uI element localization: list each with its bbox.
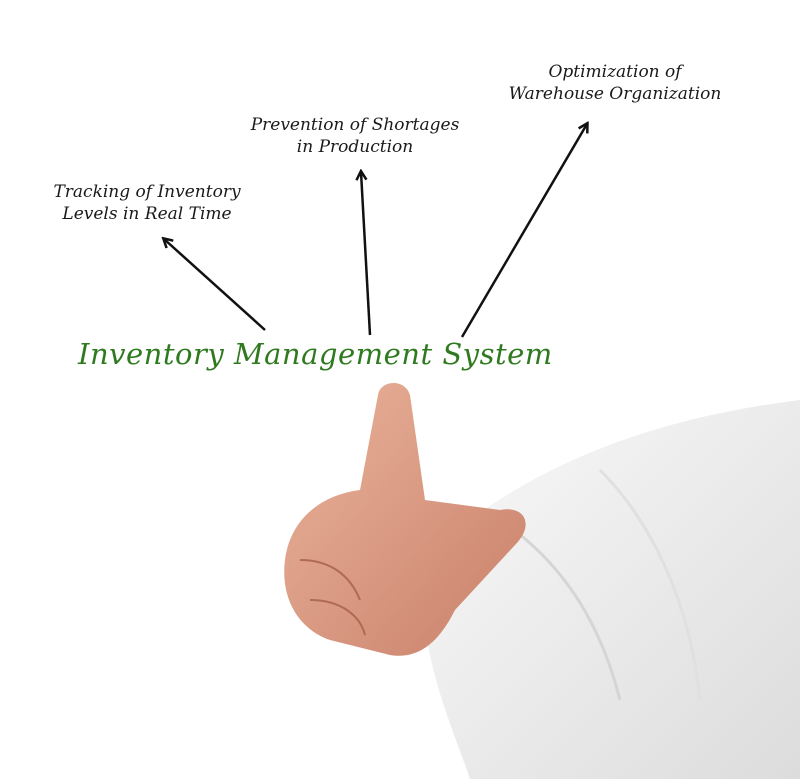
pointing-hand	[284, 382, 800, 779]
benefit-prevention: Prevention of Shortages in Production	[251, 114, 460, 158]
benefit-line: in Production	[296, 137, 414, 157]
benefit-optimization: Optimization of Warehouse Organization	[509, 61, 722, 105]
benefit-line: Prevention of Shortages	[250, 115, 460, 135]
benefit-line: Tracking of Inventory	[53, 182, 241, 202]
arrow-to-tracking	[164, 239, 266, 331]
benefit-line: Warehouse Organization	[508, 84, 722, 104]
arrow-to-optimization	[460, 124, 587, 338]
main-title: Inventory Management System	[78, 337, 553, 371]
arrow-to-prevention	[361, 172, 372, 336]
benefit-line: Optimization of	[548, 62, 682, 82]
benefit-tracking: Tracking of Inventory Levels in Real Tim…	[53, 181, 240, 225]
benefit-line: Levels in Real Time	[62, 204, 232, 224]
